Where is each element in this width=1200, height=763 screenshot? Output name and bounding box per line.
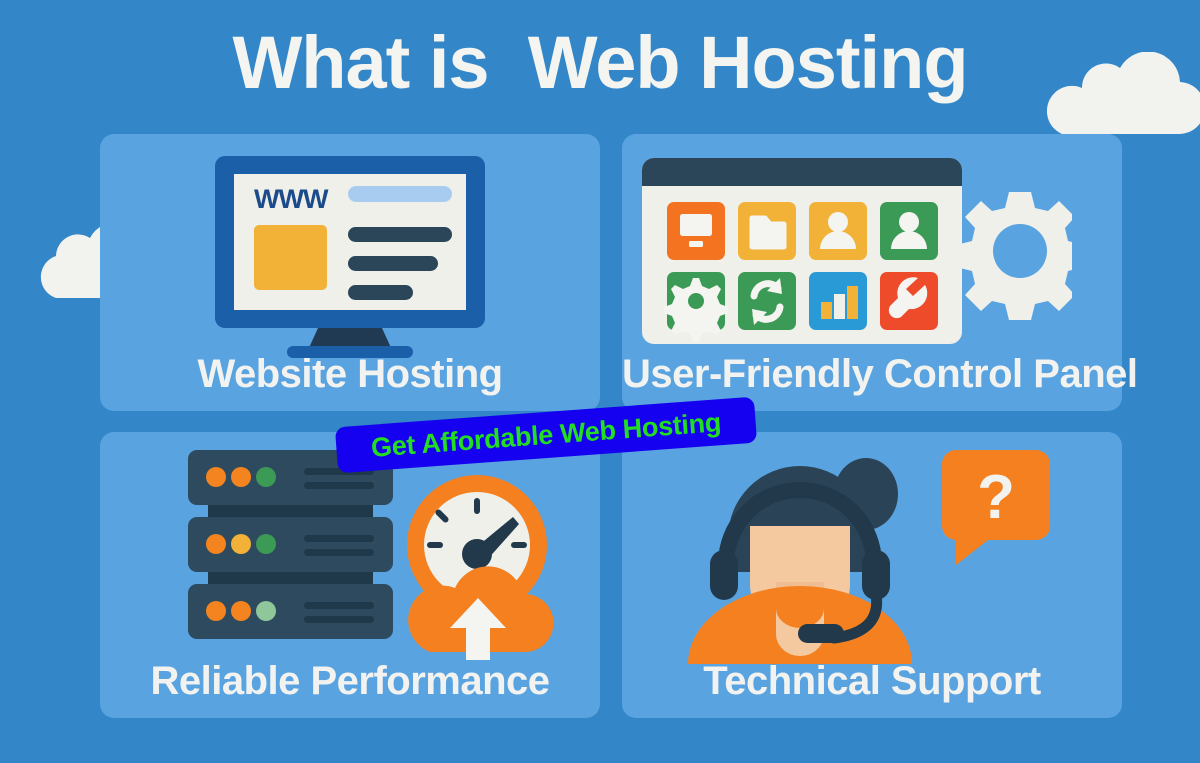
- server-unit: [188, 517, 393, 572]
- settings-tile: [664, 272, 728, 342]
- question-mark-glyph: ?: [977, 463, 1015, 532]
- card-reliable-performance[interactable]: Reliable Performance: [100, 432, 600, 718]
- accounts-tile: [880, 202, 938, 260]
- card-technical-support[interactable]: ? Technical Support: [622, 432, 1122, 718]
- speedometer-cloud-upload-icon: [407, 475, 554, 660]
- server-unit: [188, 584, 393, 639]
- gear-icon: [956, 192, 1072, 320]
- card-control-panel[interactable]: User-Friendly Control Panel: [622, 134, 1138, 411]
- monitor-website-icon: WWW: [215, 156, 485, 358]
- card-label-reliable-performance: Reliable Performance: [150, 659, 550, 703]
- server-rack-icon: [188, 450, 393, 639]
- user-tile: [809, 202, 867, 260]
- card-label-control-panel: User-Friendly Control Panel: [622, 352, 1138, 396]
- cloud-icon: [1046, 52, 1200, 134]
- card-label-website-hosting: Website Hosting: [197, 352, 503, 396]
- support-agent-icon: [688, 458, 912, 664]
- question-speech-bubble-icon: ?: [942, 450, 1050, 565]
- page-title: What is Web Hosting: [232, 21, 968, 104]
- backup-tile: [738, 272, 796, 330]
- tools-tile: [880, 272, 938, 330]
- stats-tile: [809, 272, 867, 330]
- monitor-tile: [667, 202, 725, 260]
- svg-text:WWW: WWW: [254, 184, 329, 214]
- card-label-technical-support: Technical Support: [703, 659, 1041, 703]
- folder-tile: [738, 202, 796, 260]
- card-website-hosting[interactable]: WWW Website Hosting: [100, 134, 600, 411]
- control-panel-window-icon: [642, 158, 1072, 344]
